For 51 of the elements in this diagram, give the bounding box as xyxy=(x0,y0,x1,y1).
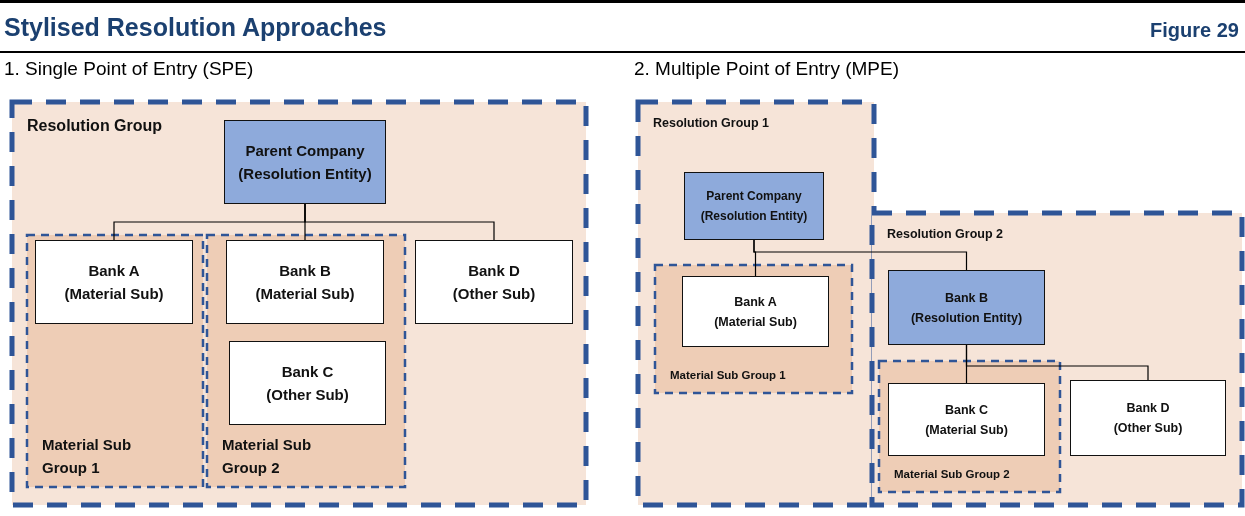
box-label: (Resolution Entity) xyxy=(238,165,372,182)
dashed-group-region xyxy=(638,102,874,505)
subsidiary-box xyxy=(35,240,193,324)
box-label: Bank A xyxy=(88,262,140,279)
box-label: (Material Sub) xyxy=(255,285,355,302)
entity-box xyxy=(224,120,386,204)
box-label: (Resolution Entity) xyxy=(700,209,808,223)
box-label: (Material Sub) xyxy=(925,422,1008,437)
box-label: (Material Sub) xyxy=(64,285,164,302)
entity-box xyxy=(684,172,824,240)
dashed-group-region xyxy=(12,102,586,505)
box-label: (Resolution Entity) xyxy=(910,310,1023,325)
connector-line xyxy=(304,203,495,241)
panel-heading: 1. Single Point of Entry (SPE) xyxy=(4,58,254,80)
subsidiary-box xyxy=(1070,380,1226,456)
box-label: Bank C xyxy=(944,402,989,417)
box-label: Parent Company xyxy=(706,189,802,203)
connector-line xyxy=(753,239,968,271)
subsidiary-box xyxy=(226,240,384,324)
dashed-group-region xyxy=(27,235,203,487)
box-label: (Other Sub) xyxy=(266,386,349,403)
entity-box xyxy=(888,270,1045,345)
group-label: Resolution Group xyxy=(27,116,163,136)
subsidiary-box xyxy=(229,341,386,425)
box-label: Bank A xyxy=(734,294,777,309)
dashed-group-region xyxy=(872,213,1242,505)
group-label: Material Sub Group 2 xyxy=(222,434,313,478)
box-label: Bank C xyxy=(281,363,334,380)
box-label: Parent Company xyxy=(245,142,365,159)
group-label: Material Sub Group 1 xyxy=(670,368,786,384)
subsidiary-box xyxy=(682,276,829,347)
connector-line xyxy=(965,344,1149,381)
box-label: (Other Sub) xyxy=(452,285,536,302)
box-label: Bank D xyxy=(1126,401,1170,415)
box-label: Bank D xyxy=(468,262,520,279)
subsidiary-box xyxy=(415,240,573,324)
dashed-group-region xyxy=(207,235,405,487)
box-label: (Other Sub) xyxy=(1113,421,1183,435)
subsidiary-box xyxy=(888,383,1045,456)
box-label: Bank B xyxy=(279,262,331,279)
box-label: (Material Sub) xyxy=(714,314,797,329)
group-label: Resolution Group 2 xyxy=(887,226,1003,243)
dashed-group-region xyxy=(655,265,852,393)
group-label: Resolution Group 1 xyxy=(653,115,769,132)
group-label: Material Sub Group 1 xyxy=(42,434,133,478)
panel-heading: 2. Multiple Point of Entry (MPE) xyxy=(634,58,900,80)
figure-number: Figure 29 xyxy=(1150,19,1239,42)
figure-title: Stylised Resolution Approaches xyxy=(4,13,387,42)
dashed-group-region xyxy=(879,361,1060,492)
box-label: Bank B xyxy=(944,290,989,305)
group-label: Material Sub Group 2 xyxy=(894,467,1010,483)
